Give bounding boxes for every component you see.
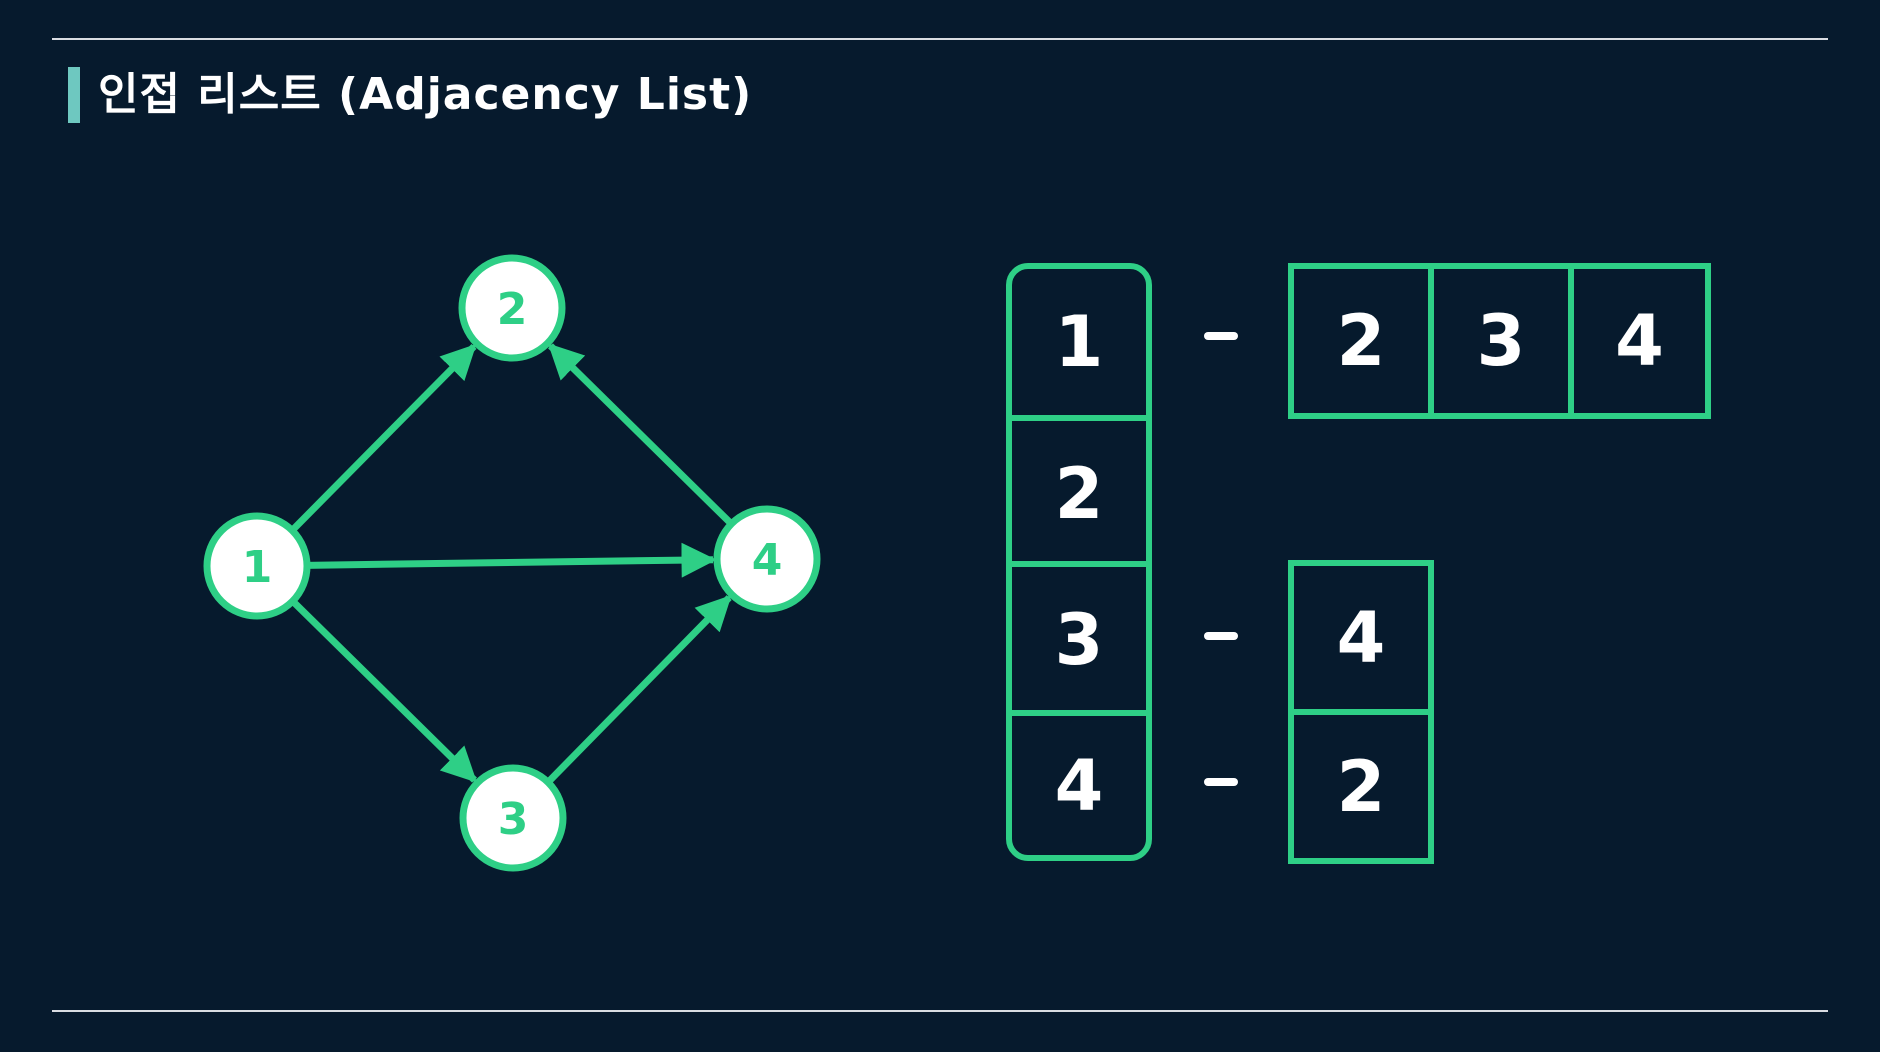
list-separator-1	[1204, 332, 1238, 340]
node-label: 1	[242, 542, 273, 593]
list-1-cell-1: 2	[1288, 263, 1434, 419]
edge-1-to-4	[306, 542, 717, 578]
list-separator-3	[1204, 632, 1238, 640]
edge-4-to-2	[547, 343, 734, 527]
list-1-cell-3: 4	[1568, 263, 1711, 419]
node-circle	[459, 764, 567, 872]
head-cell-4: 4	[1054, 745, 1104, 827]
graph-node-2: 2	[458, 254, 566, 362]
node-label: 4	[752, 535, 783, 586]
title-accent-bar	[68, 67, 80, 123]
list-1-cell-2: 3	[1428, 263, 1574, 419]
graph-node-3: 3	[459, 764, 567, 872]
edge-3-to-4	[545, 595, 732, 785]
node-circle	[203, 512, 311, 620]
head-cell-2: 2	[1054, 453, 1104, 535]
node-label: 3	[498, 794, 529, 845]
adjacency-head-column: 1 2 3 4	[1006, 263, 1152, 861]
graph-node-1: 1	[203, 512, 311, 620]
graph-node-4: 4	[713, 505, 821, 613]
node-circle	[713, 505, 821, 613]
head-separator	[1012, 710, 1146, 716]
bottom-divider	[52, 1010, 1828, 1012]
head-separator	[1012, 561, 1146, 567]
head-separator	[1012, 415, 1146, 421]
head-cell-3: 3	[1054, 599, 1104, 681]
top-divider	[52, 38, 1828, 40]
edge-1-to-2	[289, 343, 477, 533]
node-label: 2	[497, 284, 528, 335]
list-separator-4	[1204, 778, 1238, 786]
head-cell-1: 1	[1054, 301, 1104, 383]
list-3-cell-1: 4	[1288, 560, 1434, 715]
list-4-cell-1: 2	[1288, 709, 1434, 864]
page-title: 인접 리스트 (Adjacency List)	[98, 69, 753, 120]
node-circle	[458, 254, 566, 362]
edge-1-to-3	[290, 598, 478, 783]
